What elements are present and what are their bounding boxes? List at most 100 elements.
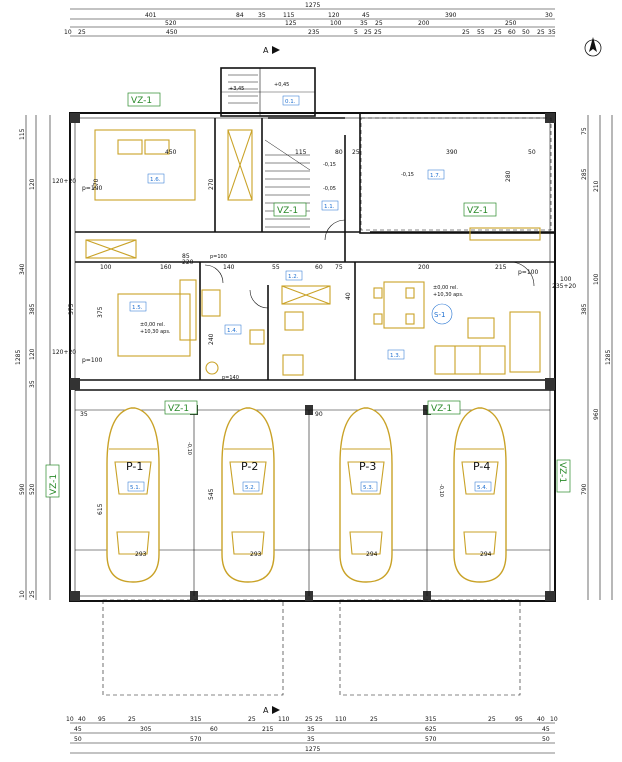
svg-text:25: 25 (537, 29, 545, 36)
svg-text:280: 280 (505, 170, 512, 182)
svg-text:25: 25 (488, 716, 496, 723)
right-dimension-labels: 75 285 210 385 100 100 235+20 p=100 1285… (518, 127, 612, 495)
svg-text:315: 315 (425, 716, 437, 723)
svg-text:1.5.: 1.5. (132, 305, 143, 311)
svg-text:60: 60 (315, 264, 323, 271)
dim-bottom-total: 1275 (305, 746, 320, 753)
svg-text:120: 120 (29, 348, 36, 360)
svg-text:A: A (263, 46, 269, 55)
svg-text:10: 10 (64, 29, 72, 36)
svg-text:±0,00 rel.: ±0,00 rel. (140, 322, 165, 328)
svg-text:50: 50 (74, 736, 82, 743)
svg-text:25: 25 (128, 716, 136, 723)
svg-text:-0,10: -0,10 (186, 442, 192, 455)
svg-text:-0,15: -0,15 (323, 162, 336, 168)
dim-bottom-row1: 10 40 95 25 315 25 110 25 25 110 25 315 … (66, 716, 558, 723)
svg-text:35: 35 (29, 380, 36, 388)
svg-text:270: 270 (208, 178, 215, 190)
svg-text:25: 25 (352, 149, 360, 156)
svg-text:10: 10 (19, 590, 26, 598)
interior-walls (75, 117, 555, 391)
svg-text:270: 270 (93, 178, 100, 190)
svg-text:75: 75 (581, 127, 588, 135)
svg-text:35: 35 (307, 726, 315, 733)
svg-text:215: 215 (495, 264, 507, 271)
svg-text:60: 60 (210, 726, 218, 733)
svg-text:35: 35 (360, 20, 368, 27)
right-dimension-lines (587, 115, 613, 600)
room-tags: 1.6. 1.7. 1.1. 1.2. 1.5. 1.4. 1.3. 0.1. (129, 95, 445, 360)
zone-tag: VZ-1 (131, 96, 152, 106)
svg-text:315: 315 (190, 716, 202, 723)
svg-text:25: 25 (315, 716, 323, 723)
svg-text:p=100: p=100 (518, 269, 538, 276)
dim-top-row3: 520 125 100 35 25 200 250 (165, 20, 517, 27)
svg-text:60: 60 (508, 29, 516, 36)
svg-text:25: 25 (78, 29, 86, 36)
svg-text:30: 30 (545, 12, 553, 19)
svg-text:p=100: p=100 (82, 357, 102, 364)
svg-text:1.2.: 1.2. (288, 274, 299, 280)
svg-text:220: 220 (182, 259, 194, 266)
furniture (85, 129, 541, 376)
staircase (228, 74, 311, 228)
svg-text:55: 55 (477, 29, 485, 36)
parking-label: P-2 (241, 460, 258, 473)
svg-text:1.6.: 1.6. (150, 177, 161, 183)
svg-text:+10,30 aps.: +10,30 aps. (433, 292, 464, 298)
svg-text:+10,30 aps.: +10,30 aps. (140, 329, 171, 335)
svg-text:215: 215 (262, 726, 274, 733)
svg-text:A: A (263, 706, 269, 715)
svg-text:35: 35 (80, 411, 88, 418)
svg-text:45: 45 (74, 726, 82, 733)
svg-text:520: 520 (165, 20, 177, 27)
section-marker-top: A (263, 46, 280, 55)
svg-text:100: 100 (330, 20, 342, 27)
dashed-outline (102, 117, 552, 696)
svg-text:200: 200 (418, 264, 430, 271)
parking-label: P-4 (473, 460, 490, 473)
svg-text:10: 10 (66, 716, 74, 723)
svg-text:294: 294 (366, 551, 378, 558)
svg-text:35: 35 (307, 736, 315, 743)
svg-text:210: 210 (593, 180, 600, 192)
parking-cars (106, 407, 507, 583)
dim-top-total: 1275 (305, 2, 320, 9)
svg-text:75: 75 (335, 264, 343, 271)
room-tag: S-1 (434, 311, 445, 319)
zone-tag: VZ-1 (168, 404, 189, 414)
svg-text:250: 250 (505, 20, 517, 27)
svg-text:25: 25 (305, 716, 313, 723)
svg-text:80: 80 (335, 149, 343, 156)
svg-text:390: 390 (446, 149, 458, 156)
svg-text:120: 120 (29, 178, 36, 190)
bottom-dimension-lines (70, 722, 555, 754)
zone-tags: VZ-1 VZ-1 VZ-1 VZ-1 VZ-1 VZ-1 VZ-1 S-1 (45, 92, 571, 498)
svg-text:25: 25 (364, 29, 372, 36)
svg-text:160: 160 (160, 264, 172, 271)
internal-dimensions: 450 270 160 100 85 220 140 55 200 215 60… (80, 149, 536, 558)
svg-text:390: 390 (445, 12, 457, 19)
svg-text:115: 115 (283, 12, 295, 19)
svg-text:95: 95 (515, 716, 523, 723)
svg-text:84: 84 (236, 12, 244, 19)
top-dimension-chains (70, 8, 555, 37)
svg-text:1.4.: 1.4. (227, 328, 238, 334)
svg-text:5.1.: 5.1. (130, 485, 141, 491)
parking-labels: P-1 5.1. P-2 5.2. P-3 5.3. P-4 5.4. (126, 460, 492, 492)
zone-tag: VZ-1 (277, 206, 298, 216)
svg-text:40: 40 (78, 716, 86, 723)
svg-text:545: 545 (208, 488, 215, 500)
svg-text:35: 35 (548, 29, 556, 36)
svg-text:115: 115 (19, 128, 26, 140)
svg-text:p=100: p=100 (82, 185, 102, 192)
svg-text:-0,15: -0,15 (401, 172, 414, 178)
svg-text:285: 285 (581, 168, 588, 180)
svg-text:385: 385 (29, 303, 36, 315)
svg-text:25: 25 (375, 20, 383, 27)
svg-text:5.4.: 5.4. (477, 485, 488, 491)
svg-text:40: 40 (537, 716, 545, 723)
svg-text:±0,00 rel.: ±0,00 rel. (433, 285, 458, 291)
svg-text:45: 45 (362, 12, 370, 19)
svg-text:110: 110 (335, 716, 347, 723)
